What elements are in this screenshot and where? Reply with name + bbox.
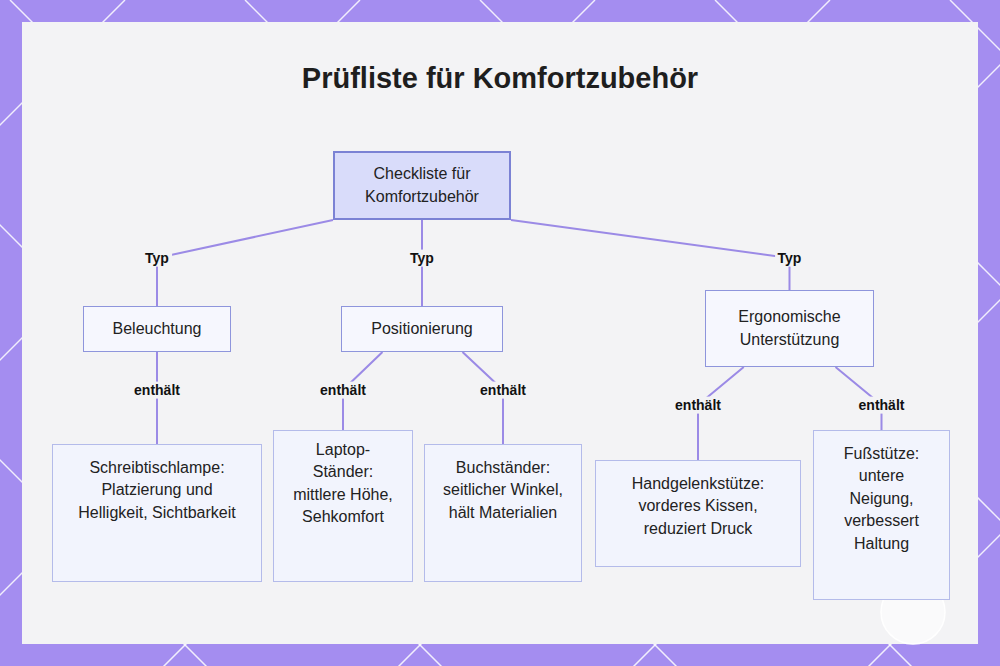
item-box: Fußstütze: untere Neigung, verbessert Ha… [813, 430, 950, 600]
item-box: Handgelenkstütze: vorderes Kissen, reduz… [595, 460, 801, 567]
node-label: Buchständer: seitlicher Winkel, hält Mat… [441, 457, 565, 524]
node-label: Handgelenkstütze: vorderes Kissen, reduz… [612, 473, 784, 540]
item-box: Schreibtischlampe: Platzierung und Helli… [52, 444, 262, 582]
item-box: Buchständer: seitlicher Winkel, hält Mat… [424, 444, 582, 582]
edge-label: enthält [131, 382, 183, 399]
edge-label: Typ [407, 250, 437, 267]
edge-label: enthält [672, 397, 724, 414]
node-label: Fußstütze: untere Neigung, verbessert Ha… [830, 443, 933, 555]
edge-label: enthält [477, 382, 529, 399]
category-box: Ergonomische Unterstützung [705, 290, 874, 367]
connector-line [157, 220, 333, 306]
edge-label: Typ [142, 250, 172, 267]
connector-line [698, 367, 744, 460]
node-label: Beleuchtung [113, 318, 202, 340]
connector-line [511, 220, 790, 290]
category-box: Positionierung [341, 306, 503, 352]
edge-label: enthält [317, 382, 369, 399]
content-panel [22, 22, 978, 644]
node-label: Positionierung [371, 318, 472, 340]
category-box: Beleuchtung [83, 306, 231, 352]
edge-label: enthält [856, 397, 908, 414]
node-label: Ergonomische Unterstützung [718, 306, 861, 351]
edge-label: Typ [775, 250, 805, 267]
root-box: Checkliste für Komfortzubehör [333, 151, 511, 220]
item-box: Laptop-Ständer: mittlere Höhe, Sehkomfor… [273, 430, 413, 582]
node-label: Laptop-Ständer: mittlere Höhe, Sehkomfor… [290, 439, 396, 529]
diagram-title: Prüfliste für Komfortzubehör [0, 62, 1000, 95]
node-label: Checkliste für Komfortzubehör [349, 163, 495, 208]
node-label: Schreibtischlampe: Platzierung und Helli… [73, 457, 241, 524]
